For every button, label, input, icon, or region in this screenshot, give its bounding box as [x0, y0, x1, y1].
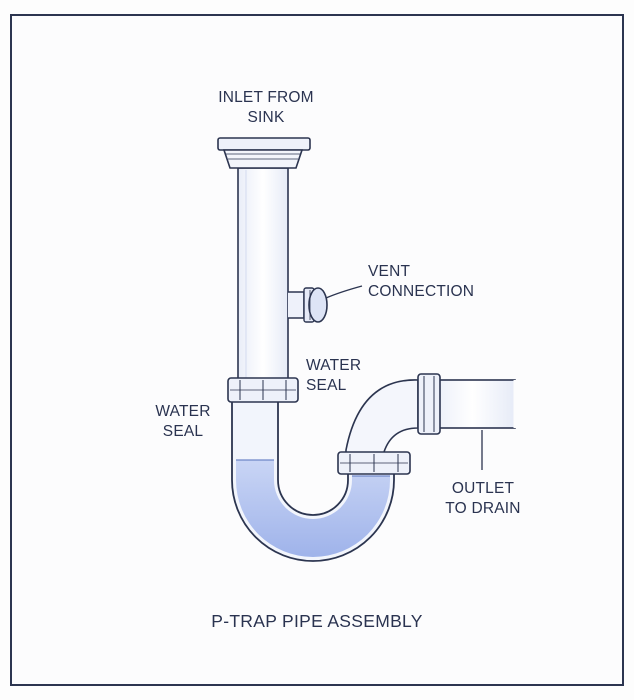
vent-connection-fitting [288, 287, 328, 323]
left-slip-nut [227, 377, 299, 403]
diagram-border [10, 14, 624, 686]
outlet-coupling-nut [417, 373, 441, 435]
inlet-tailpiece [237, 167, 289, 381]
outlet-label: OUTLET TO DRAIN [445, 480, 521, 517]
trap-water [236, 459, 390, 557]
inlet-label: INLET FROM SINK [218, 89, 314, 126]
outlet-pipe [429, 379, 517, 429]
water-seal-label-left: WATER SEAL [155, 403, 211, 440]
vent-connection-label: VENT CONNECTION [368, 263, 475, 300]
right-slip-nut [337, 451, 411, 475]
water-seal-label-right: WATER SEAL [306, 357, 362, 394]
inlet-flange [217, 137, 311, 169]
vent-leader [325, 285, 363, 299]
outlet-elbow [345, 379, 419, 457]
leader-lines [325, 285, 483, 470]
diagram-title: P-TRAP PIPE ASSEMBLY [211, 611, 423, 631]
